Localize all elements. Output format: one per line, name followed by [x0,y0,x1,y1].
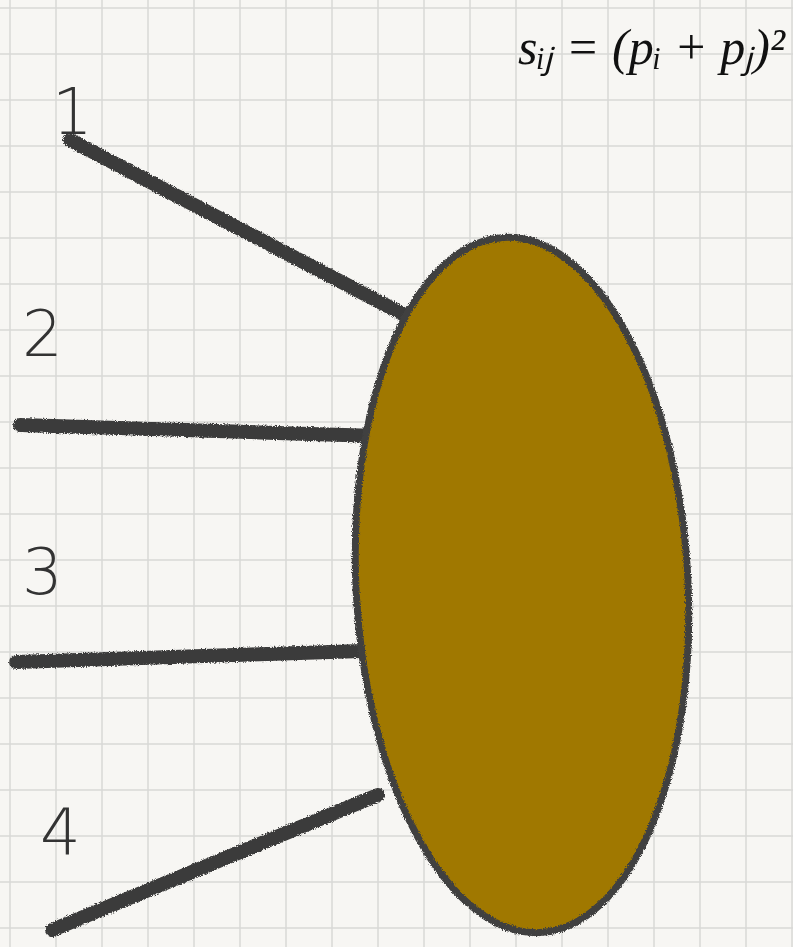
grid-line [193,0,195,947]
grid-line [147,0,149,947]
grid-line [0,145,793,147]
grid-line [101,0,103,947]
label-holder: 3 [22,540,63,604]
grid-line [0,881,793,883]
leg-number: 1 [52,80,93,144]
leg-line [20,425,378,436]
grid-line [0,927,793,929]
leg-line [70,140,418,322]
grid-line [0,237,793,239]
blob [338,229,706,941]
label-holder: 1 [52,80,93,144]
blob-ellipse [338,229,706,941]
grid-line [239,0,241,947]
grid-line [0,99,793,101]
grid-line [0,7,793,9]
label-holder: 4 [40,800,81,864]
grid-line [0,283,793,285]
grid-line [285,0,287,947]
label-holder: sᵢⱼ = (pᵢ + pⱼ)² [518,22,785,72]
leg-number: 4 [40,800,81,864]
grid-line [9,0,11,947]
grid-line [331,0,333,947]
grid-line [0,191,793,193]
grid-line [791,0,793,947]
grid-line [745,0,747,947]
grid-line [699,0,701,947]
mandelstam-formula: sᵢⱼ = (pᵢ + pⱼ)² [518,22,785,72]
label-holder: 2 [22,302,63,366]
leg-line [16,651,362,662]
leg-number: 2 [22,302,63,366]
leg-line [52,795,378,930]
leg-number: 3 [22,540,63,604]
grid-line [0,835,793,837]
